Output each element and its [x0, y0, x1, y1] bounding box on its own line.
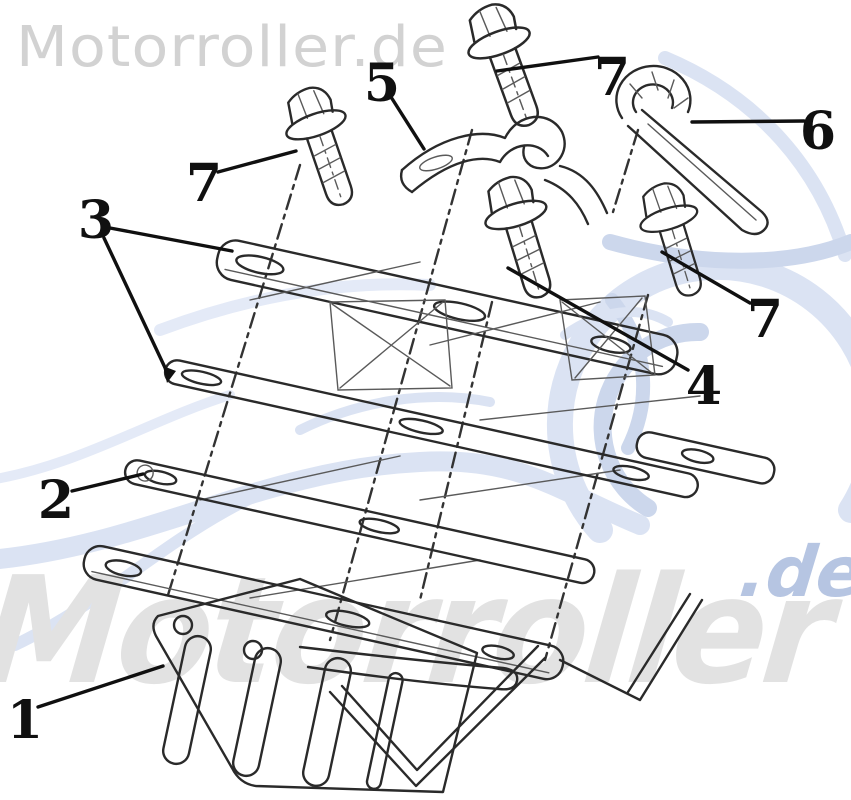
upper-bracket-plate-part3	[215, 239, 679, 376]
callout-numbers: 7 5 7 6 3 7 4 2 1	[7, 47, 836, 751]
right-spacer-pad	[635, 431, 776, 485]
watermark-bottom-suffix: .de	[736, 531, 851, 613]
callout-leaders	[36, 55, 806, 709]
callout-6: 6	[800, 101, 836, 162]
spacer-truss	[199, 261, 701, 599]
callout-3: 3	[78, 190, 114, 251]
watermark-top-left: Motorroller.de	[16, 15, 448, 80]
tube-and-clamp-part6	[615, 64, 769, 236]
callout-7-top-left: 7	[186, 153, 222, 214]
flange-bolt-middle-left	[473, 168, 573, 308]
gasket-plate-part2	[123, 459, 596, 585]
callout-4: 4	[686, 356, 722, 417]
flange-bolt-top-left	[273, 78, 374, 216]
watermark-bottom: Motorroller .de	[0, 531, 851, 717]
callout-2: 2	[38, 470, 74, 531]
callout-1: 1	[7, 690, 43, 751]
callout-5: 5	[364, 53, 400, 114]
reed-valve-block-part1	[152, 577, 704, 794]
base-plate	[82, 544, 565, 681]
callout-7-right: 7	[747, 289, 783, 350]
callout-7-top: 7	[594, 47, 630, 108]
hook-bracket-part5	[399, 115, 609, 226]
